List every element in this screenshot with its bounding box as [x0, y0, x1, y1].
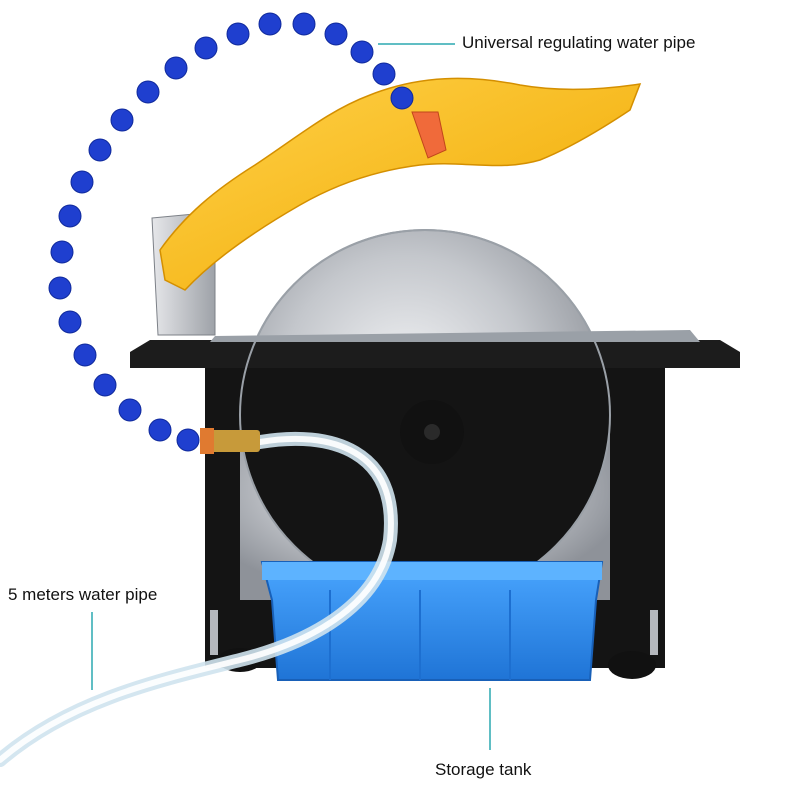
foot-right [608, 651, 656, 679]
label-five-meter-water-pipe: 5 meters water pipe [8, 585, 158, 604]
brass-fitting [205, 430, 260, 452]
blade-guard [159, 77, 642, 291]
label-storage-tank: Storage tank [435, 760, 532, 779]
universal-regulating-water-pipe [48, 12, 414, 452]
label-universal-regulating-water-pipe: Universal regulating water pipe [462, 33, 696, 52]
table-top [130, 340, 740, 368]
nozzle [411, 111, 447, 159]
